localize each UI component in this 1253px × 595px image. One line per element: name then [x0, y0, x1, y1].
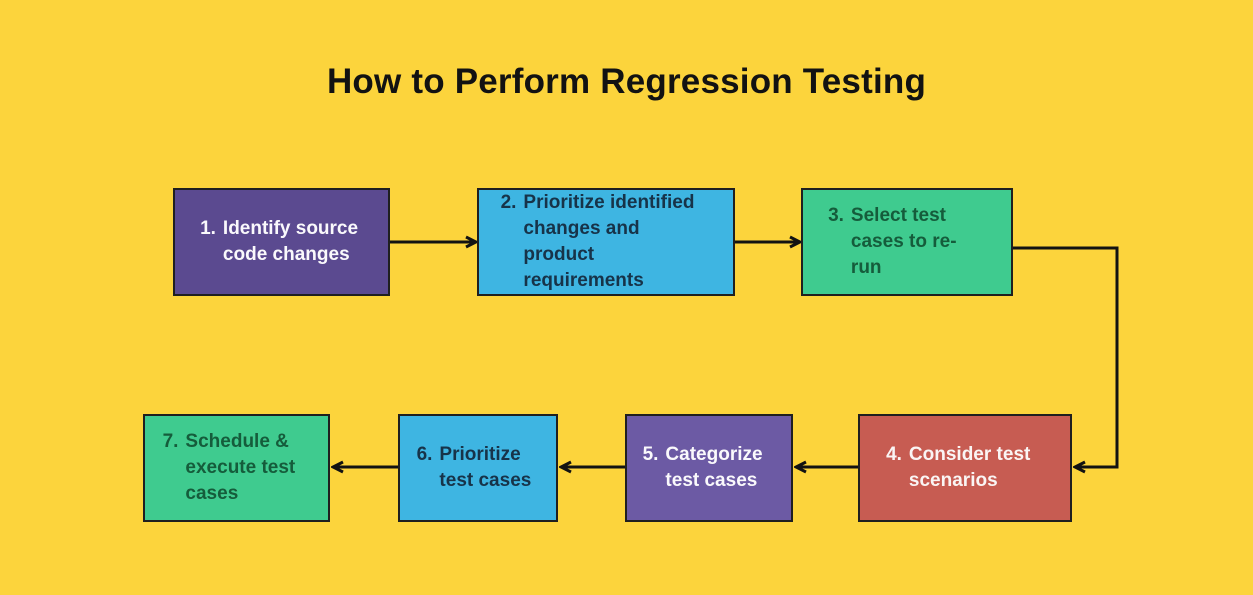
step-5-label: Categorize test cases [665, 443, 763, 491]
step-7-content: 7. Schedule & execute test cases [163, 429, 311, 508]
step-4-number: 4. [886, 443, 902, 465]
step-2-number: 2. [500, 191, 517, 213]
step-3-content: 3. Select test cases to re-run [828, 203, 986, 282]
step-3-number: 3. [828, 204, 844, 226]
step-4-content: 4. Consider test scenarios [886, 442, 1044, 494]
step-3-label: Select test cases to re-run [850, 204, 957, 279]
step-3-select-test-cases: 3. Select test cases to re-run [801, 188, 1013, 296]
step-1-label: Identify source code changes [222, 217, 359, 265]
step-2-prioritize-identified-changes: 2. Prioritize identified changes and pro… [477, 188, 735, 296]
step-2-content: 2. Prioritize identified changes and pro… [501, 190, 712, 295]
page-title: How to Perform Regression Testing [326, 62, 927, 101]
step-2-label: Prioritize identified changes and produc… [523, 191, 695, 292]
step-7-schedule-execute-test-cases: 7. Schedule & execute test cases [143, 414, 330, 522]
step-5-content: 5. Categorize test cases [643, 442, 776, 494]
connector-step3-to-step4 [1013, 246, 1119, 467]
step-6-prioritize-test-cases: 6. Prioritize test cases [398, 414, 558, 522]
step-5-categorize-test-cases: 5. Categorize test cases [625, 414, 793, 522]
step-4-label: Consider test scenarios [908, 443, 1031, 491]
step-6-number: 6. [416, 443, 433, 465]
step-1-identify-source-code-changes: 1. Identify source code changes [173, 188, 390, 296]
step-7-number: 7. [162, 430, 179, 452]
step-1-content: 1. Identify source code changes [200, 216, 363, 268]
step-6-content: 6. Prioritize test cases [417, 442, 540, 494]
step-1-number: 1. [200, 217, 216, 239]
step-7-label: Schedule & execute test cases [185, 430, 296, 505]
step-4-consider-test-scenarios: 4. Consider test scenarios [858, 414, 1072, 522]
step-5-number: 5. [642, 443, 659, 465]
step-6-label: Prioritize test cases [439, 443, 532, 491]
